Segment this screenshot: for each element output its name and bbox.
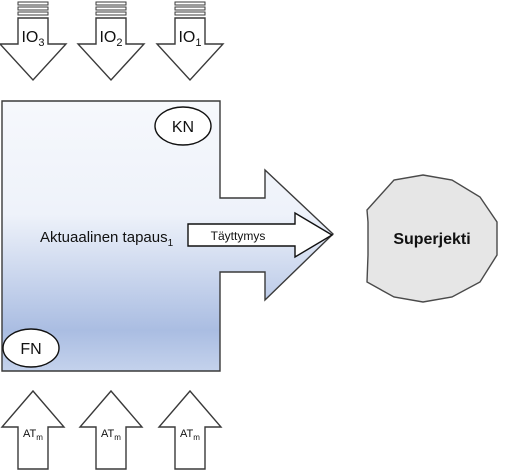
case-shape — [1, 100, 335, 372]
superjekti-octagon — [366, 174, 498, 303]
top-arrow-io1: IO1 — [155, 1, 225, 82]
fn-label: FN — [20, 341, 41, 358]
fn-ellipse — [2, 328, 60, 368]
bottom-arrow-atm-3: ATm — [157, 389, 223, 470]
top-arrow-label: IO1 — [178, 29, 201, 49]
bottom-arrow-atm-2: ATm — [78, 389, 144, 470]
fulfillment-arrow — [187, 211, 334, 259]
kn-ellipse — [154, 106, 212, 146]
case-title: Aktuaalinen tapaus1 — [40, 229, 174, 249]
bottom-arrow-label: ATm — [23, 428, 43, 442]
top-arrow-label: IO2 — [99, 29, 122, 49]
fulfillment-label: Täyttymys — [211, 229, 266, 243]
kn-label: KN — [172, 119, 194, 136]
top-arrow-io2: IO2 — [76, 1, 146, 82]
bottom-arrow-atm-1: ATm — [0, 389, 66, 470]
top-arrow-io3: IO3 — [0, 1, 68, 82]
bottom-arrow-label: ATm — [101, 428, 121, 442]
superjekti-label: Superjekti — [393, 231, 470, 248]
bottom-arrow-label: ATm — [180, 428, 200, 442]
top-arrow-label: IO3 — [21, 29, 44, 49]
